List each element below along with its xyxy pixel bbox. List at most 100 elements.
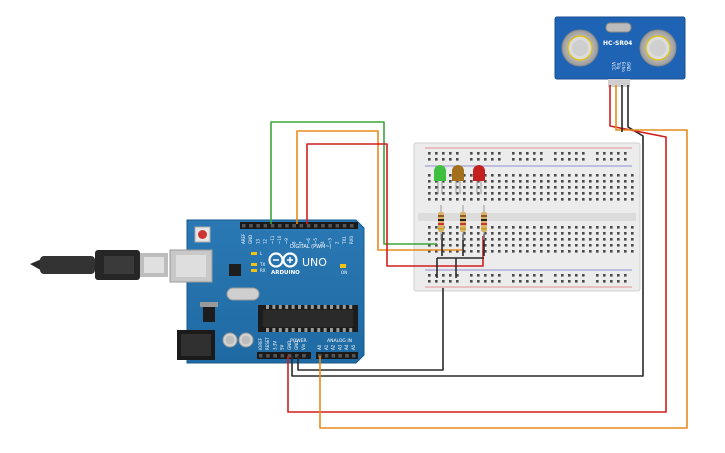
breadboard-hole [442,180,445,183]
breadboard-hole [491,198,494,201]
analog-header [316,352,358,359]
breadboard-hole [477,180,480,183]
breadboard-hole [610,232,613,235]
breadboard-hole [617,274,620,277]
breadboard-hole [463,232,466,235]
resistor-3 [481,205,487,240]
breadboard-hole [624,274,627,277]
pin-label: 5V [280,344,285,350]
breadboard-hole [470,174,473,177]
wires [270,85,688,429]
breadboard-hole [470,180,473,183]
breadboard-hole [463,174,466,177]
breadboard-hole [491,192,494,195]
chip-pin [304,305,308,309]
breadboard-hole [582,186,585,189]
breadboard-hole [484,250,487,253]
breadboard-hole [526,152,529,155]
breadboard-hole [540,192,543,195]
breadboard-hole [533,280,536,283]
breadboard-hole [526,186,529,189]
breadboard-hole [596,274,599,277]
breadboard-hole [540,238,543,241]
digital-header [240,222,358,229]
breadboard-hole [449,232,452,235]
breadboard-hole [561,152,564,155]
breadboard-hole [568,174,571,177]
chip-pin [349,305,353,309]
breadboard-hole [505,192,508,195]
breadboard-hole [610,158,613,161]
breadboard-hole [442,192,445,195]
breadboard-hole [435,152,438,155]
breadboard-hole [631,226,634,229]
breadboard-hole [624,158,627,161]
breadboard-hole [484,274,487,277]
breadboard-hole [491,158,494,161]
header-hole [266,354,270,358]
breadboard-hole [533,238,536,241]
breadboard-hole [519,152,522,155]
breadboard-hole [575,232,578,235]
breadboard-hole [519,186,522,189]
breadboard-hole [540,274,543,277]
breadboard-hole [435,198,438,201]
breadboard-hole [624,232,627,235]
breadboard-hole [631,232,634,235]
pin-label: ~11 [270,235,275,244]
breadboard-hole [512,158,515,161]
breadboard-hole [540,158,543,161]
breadboard-hole [428,244,431,247]
breadboard-hole [519,198,522,201]
breadboard-hole [512,198,515,201]
crystal [226,287,260,301]
breadboard-hole [554,274,557,277]
chip-pin [349,328,353,332]
breadboard-hole [540,198,543,201]
breadboard-hole [575,274,578,277]
breadboard-hole [456,238,459,241]
sensor-pin-vcc: VCC [611,62,616,71]
breadboard-hole [547,174,550,177]
breadboard-hole [491,226,494,229]
breadboard-hole [526,158,529,161]
breadboard [413,142,641,292]
pin-label: A4 [344,344,349,350]
breadboard-hole [456,186,459,189]
breadboard-hole [582,274,585,277]
wire-green-led [270,121,437,245]
breadboard-hole [589,174,592,177]
pin-label: GND [294,341,299,350]
breadboard-hole [442,186,445,189]
breadboard-hole [428,152,431,155]
breadboard-hole [449,174,452,177]
chip-pin [285,328,289,332]
breadboard-hole [484,280,487,283]
breadboard-hole [582,250,585,253]
breadboard-hole [540,180,543,183]
breadboard-hole [568,152,571,155]
header-hole [270,224,275,228]
breadboard-hole [470,192,473,195]
breadboard-hole [575,238,578,241]
breadboard-hole [456,232,459,235]
breadboard-hole [554,180,557,183]
breadboard-hole [533,158,536,161]
breadboard-hole [547,186,550,189]
breadboard-hole [526,232,529,235]
breadboard-hole [603,250,606,253]
breadboard-hole [617,152,620,155]
breadboard-hole [610,174,613,177]
breadboard-hole [498,226,501,229]
breadboard-hole [575,180,578,183]
breadboard-hole [603,152,606,155]
breadboard-hole [561,174,564,177]
header-hole [345,354,349,358]
pin-label: 13 [255,238,260,244]
breadboard-hole [547,192,550,195]
breadboard-hole [526,180,529,183]
wire-red-led [306,143,484,267]
header-hole [256,224,260,228]
breadboard-hole [582,192,585,195]
